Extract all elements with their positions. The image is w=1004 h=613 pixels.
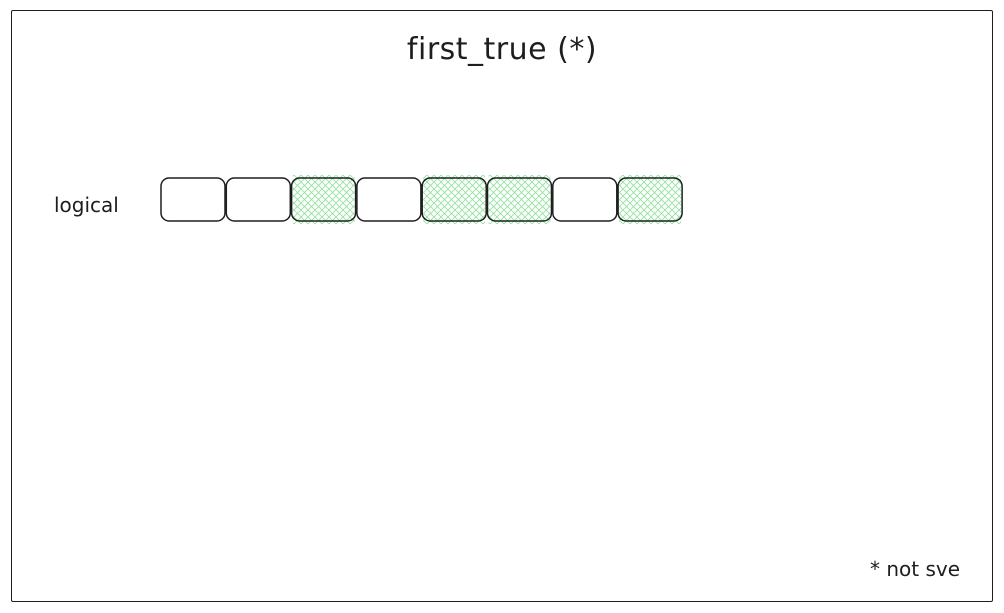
row-label-logical: logical (54, 193, 119, 217)
cell-4-true (421, 177, 487, 222)
footnote: * not sve (869, 557, 960, 581)
diagram-title: first_true (*) (406, 32, 598, 67)
cell-1-false (225, 177, 292, 222)
cell-4-fill (423, 175, 486, 224)
cell-6-false (552, 177, 618, 222)
cell-7-true (617, 177, 683, 222)
cell-5-true (486, 177, 553, 222)
diagram-frame (11, 10, 993, 602)
cell-7-fill (619, 175, 682, 224)
cell-2-fill (292, 175, 355, 224)
cell-2-true (290, 177, 357, 222)
cell-3-false (356, 177, 422, 222)
cell-0-false (160, 177, 226, 222)
cell-5-fill (488, 175, 551, 224)
